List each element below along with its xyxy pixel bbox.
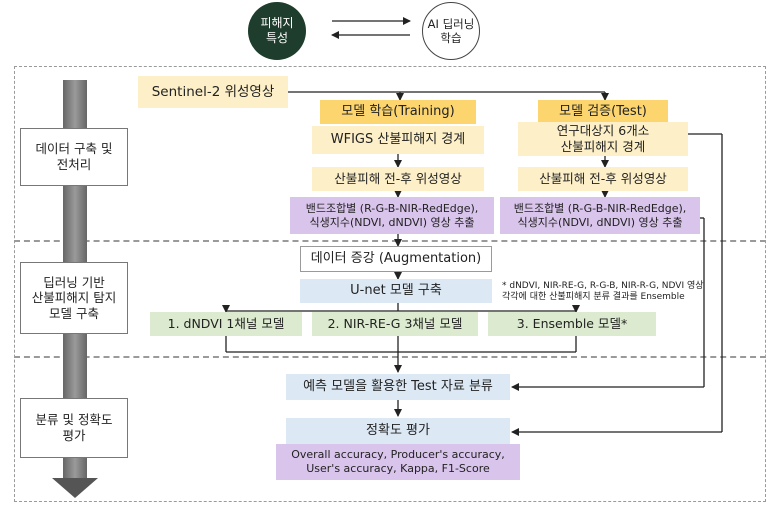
augmentation-box: 데이터 증강 (Augmentation) [300, 246, 492, 272]
training-label: 모델 학습(Training) [320, 100, 476, 124]
metrics-box: Overall accuracy, Producer's accuracy, U… [276, 444, 520, 480]
band-test-box: 밴드조합별 (R-G-B-NIR-RedEdge), 식생지수(NDVI, dN… [500, 197, 700, 234]
pre-post-train-box: 산불피해 전-후 위성영상 [312, 167, 484, 191]
test-label: 모델 검증(Test) [538, 100, 668, 124]
ensemble-note: * dNDVI, NIR-RE-G, R-G-B, NIR-R-G, NDVI … [502, 280, 704, 302]
sentinel-box: Sentinel-2 위성영상 [138, 76, 288, 108]
predict-box: 예측 모델을 활용한 Test 자료 분류 [286, 374, 510, 400]
section-divider-1 [14, 240, 766, 242]
stage-data-construction: 데이터 구축 및 전처리 [20, 128, 128, 186]
band-train-box: 밴드조합별 (R-G-B-NIR-RedEdge), 식생지수(NDVI, dN… [290, 197, 494, 234]
stage-model-building: 딥러닝 기반 산불피해지 탐지 모델 구축 [20, 262, 128, 334]
model-3-box: 3. Ensemble 모델* [488, 312, 656, 336]
wfigs-box: WFIGS 산불피해지 경계 [312, 126, 484, 154]
section-divider-2 [14, 356, 766, 358]
model-1-box: 1. dNDVI 1채널 모델 [150, 312, 302, 336]
diagram-frame [14, 66, 766, 502]
pre-post-test-box: 산불피해 전-후 위성영상 [518, 167, 688, 191]
feature-circle: 피해지 특성 [248, 2, 306, 60]
stage-classification: 분류 및 정확도 평가 [20, 398, 128, 458]
process-arrow-head [52, 478, 98, 498]
model-2-box: 2. NIR-RE-G 3채널 모델 [312, 312, 478, 336]
study-area-box: 연구대상지 6개소 산불피해지 경계 [518, 122, 688, 156]
ai-learning-circle: AI 딥러닝 학습 [422, 2, 480, 60]
accuracy-box: 정확도 평가 [286, 418, 510, 444]
unet-box: U-net 모델 구축 [300, 279, 492, 303]
